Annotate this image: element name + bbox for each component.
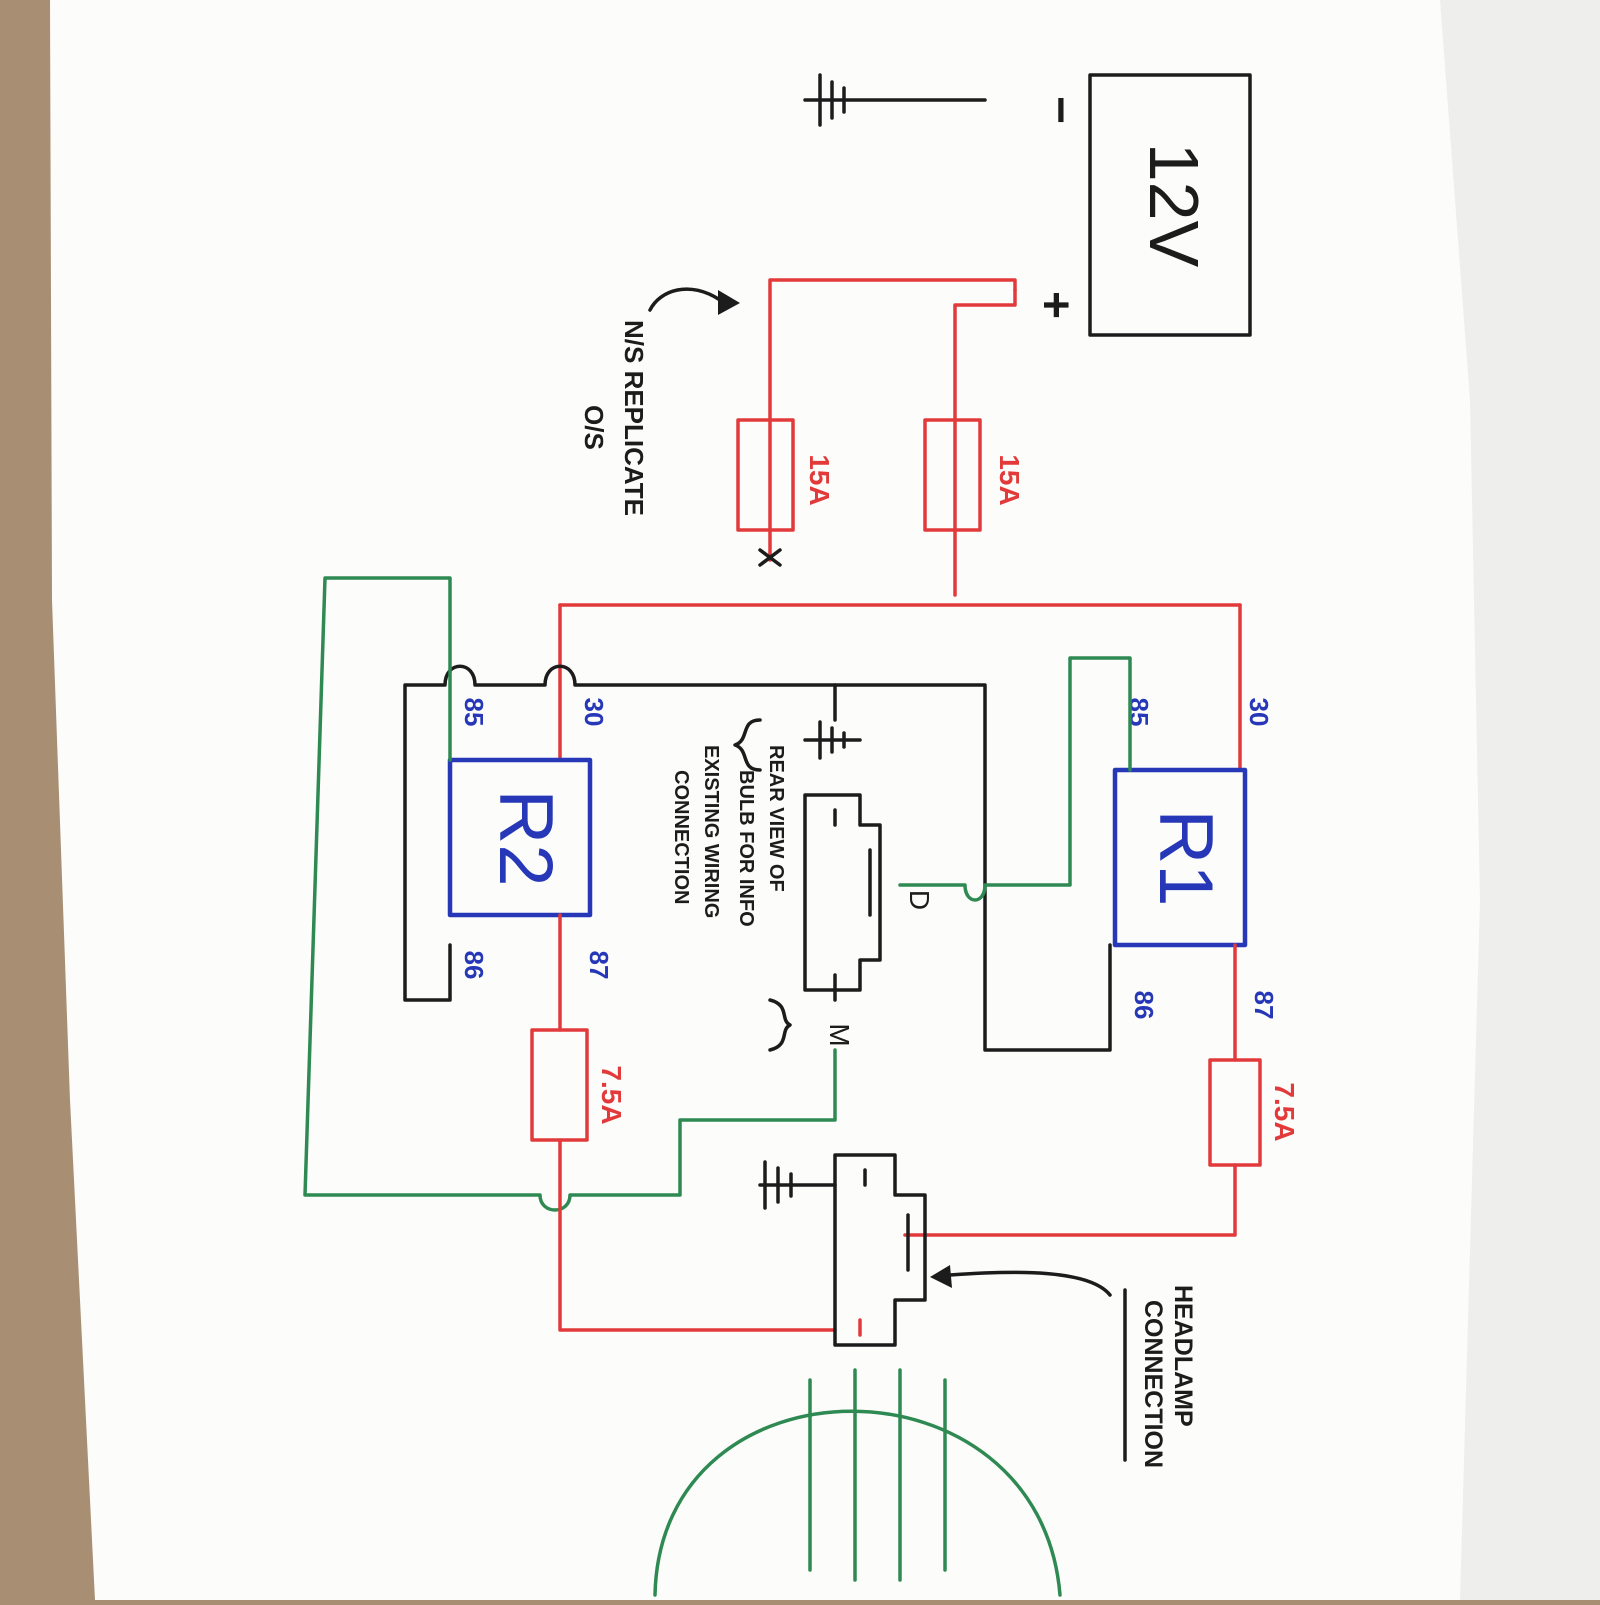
wire-r2-to-headlamp — [558, 1138, 837, 1332]
relay-r1-pin87: 87 — [1249, 991, 1279, 1020]
fuse-main-a — [736, 418, 795, 532]
note-rear-view-line4: CONNECTION — [670, 770, 692, 904]
note-arrowhead — [718, 290, 740, 315]
note-arrow — [648, 287, 722, 312]
bulb-rear-view — [803, 793, 882, 992]
fuse-main-b — [923, 418, 982, 532]
relay-r1-pin30: 30 — [1244, 698, 1274, 727]
battery-positive-label: + — [1029, 291, 1082, 319]
relay-r2-pin87: 87 — [584, 951, 614, 980]
wire-battery-positive — [953, 288, 1017, 597]
wire-r1-to-headlamp — [903, 1163, 1237, 1237]
paper-sheet — [50, 0, 1480, 1600]
relay-r1 — [1112, 767, 1248, 948]
note-headlamp-line1: HEADLAMP — [1169, 1285, 1197, 1427]
fuse-main-b-label: 15A — [994, 454, 1025, 505]
note-replicate-line1: N/S REPLICATE — [619, 320, 649, 516]
relay-r1-label: R1 — [1143, 809, 1228, 906]
battery-negative-label: − — [1034, 96, 1087, 124]
relay-r2-label: R2 — [483, 789, 568, 886]
terminal-dip-label: D — [904, 890, 935, 910]
relay-r2 — [447, 757, 593, 918]
wire-ground-loop — [403, 664, 1112, 1052]
headlamp-connector — [833, 1153, 927, 1347]
note-brace-top — [733, 718, 762, 772]
note-rear-view-line1: REAR VIEW OF — [765, 745, 787, 892]
note-headlamp-arrowhead — [930, 1265, 952, 1288]
wire-green-r2-85 — [303, 576, 837, 1212]
battery-voltage-label: 12V — [1135, 143, 1213, 268]
note-headlamp-arrow — [948, 1270, 1112, 1297]
headlamp-ground-icon — [758, 1160, 837, 1210]
fuse-relay1-label: 7.5A — [1269, 1082, 1300, 1141]
chassis-ground-icon — [803, 73, 987, 127]
relay-r2-pin30: 30 — [579, 698, 609, 727]
battery-box — [1088, 73, 1252, 337]
relay-r2-pin85: 85 — [459, 698, 489, 727]
cut-mark — [758, 548, 782, 567]
note-replicate-line2: O/S — [579, 405, 609, 450]
wire-green-r1-85 — [898, 656, 1132, 902]
note-rear-view-line2: BULB FOR INFO — [735, 770, 757, 927]
terminal-main-label: M — [824, 1023, 855, 1046]
headlamp-lens-lines — [808, 1368, 947, 1582]
note-rear-view-line3: EXISTING WIRING — [700, 745, 722, 918]
bulb-ground-icon — [803, 720, 862, 760]
fuse-main-a-label: 15A — [804, 454, 835, 505]
headlamp-icon — [653, 1409, 1062, 1597]
note-headlamp-line2: CONNECTION — [1139, 1300, 1167, 1468]
relay-r2-pin86: 86 — [459, 951, 489, 980]
note-brace-bottom — [768, 998, 792, 1052]
relay-r1-pin86: 86 — [1129, 991, 1159, 1020]
fuse-relay2-label: 7.5A — [596, 1065, 627, 1124]
